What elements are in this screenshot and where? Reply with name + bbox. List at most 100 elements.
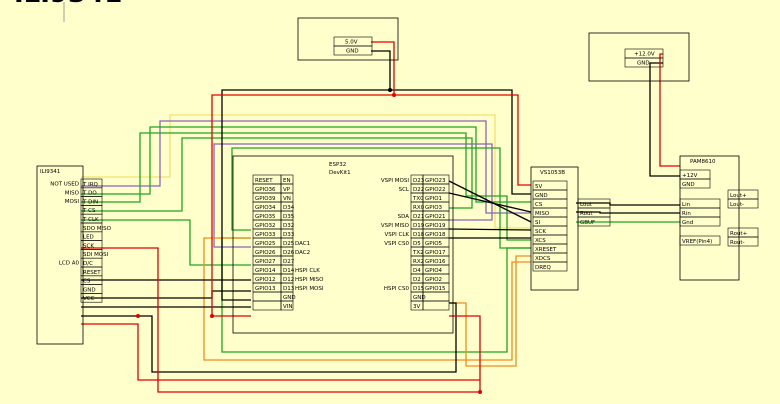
esp32-right-pin: 3V [413, 304, 420, 310]
vs1053-pin: SI [535, 220, 540, 226]
esp32-left-pin: GND [283, 295, 296, 301]
esp32-right-gpio: GPIO15 [425, 286, 446, 292]
esp32-right-gpio: GPIO23 [425, 178, 446, 184]
esp32-right-gpio: GPIO3 [425, 205, 443, 211]
psu5-pin-5v: 5.0V [345, 40, 358, 46]
ili9341-left-label: MOSI [65, 199, 80, 205]
esp32-right-gpio: GPIO5 [425, 241, 443, 247]
esp32-right-gpio: GPIO18 [425, 232, 446, 238]
wire-purple-2 [213, 143, 493, 248]
pam8610-output: Lout- [730, 202, 744, 208]
junction-dot [388, 88, 392, 92]
wire-green-3 [81, 219, 251, 266]
esp32-left-label: HSPI MISO [295, 277, 324, 283]
psu-12v: +12.0V GND [588, 32, 690, 82]
junction-dot [392, 93, 396, 97]
esp32-left-pin: D34 [283, 205, 295, 211]
esp32-left-pin: D13 [283, 286, 295, 292]
vs1053-pin: GND [535, 193, 548, 199]
wire-gnd-3 [81, 302, 457, 373]
wire-green-2 [81, 132, 531, 241]
wires [81, 41, 680, 393]
pam8610-output-cell [727, 198, 759, 209]
vs1053-name: VS1053B [540, 170, 565, 176]
pam8610-input: Rin [682, 211, 691, 217]
psu5-pin-gnd: GND [346, 49, 359, 55]
esp32-left-gpio: GPIO12 [255, 277, 276, 283]
wire-red-5 [659, 53, 680, 167]
esp32-name: ESP32 [329, 162, 346, 168]
esp32-right-pin: D22 [413, 187, 424, 193]
esp32-left-pin: EN [283, 178, 291, 184]
vs1053-pin: DREQ [535, 265, 552, 271]
pam8610-power-pin-cell [679, 178, 711, 189]
ili9341-pin: SDO MISO [83, 226, 112, 232]
esp32-right-pin: D2 [413, 277, 421, 283]
esp32-left-gpio: GPIO33 [255, 232, 276, 238]
esp32-right-pin: D5 [413, 241, 421, 247]
esp32-left-pin: D33 [283, 232, 295, 238]
esp32-right-label: VSPI CLK [385, 232, 410, 238]
wire-black-9 [576, 211, 680, 214]
wire-orange-2 [449, 255, 531, 367]
pam8610-power-pin: GND [682, 182, 695, 188]
esp32-right-pin: D23 [413, 178, 425, 184]
wire-red-2 [394, 94, 531, 186]
vs1053-pin: CS [535, 202, 543, 208]
esp32-right-pin: RX2 [413, 259, 424, 265]
page-title: ILI9341 [14, 0, 122, 9]
esp32-right-label: SDA [398, 214, 410, 220]
esp32-left-pin: D32 [283, 223, 294, 229]
esp32-left-gpio-cell [252, 291, 282, 302]
vs1053-output: Rout [580, 211, 593, 217]
esp32-left-gpio: GPIO36 [255, 187, 276, 193]
esp32-right-pin: TX0 [412, 196, 424, 202]
ili9341-pin: VCC [83, 296, 95, 302]
esp32-right-pin: RX0 [413, 205, 425, 211]
pam8610-input: Lin [682, 202, 691, 208]
esp32-sub: DevKit1 [329, 170, 351, 176]
wire-black-1 [448, 180, 532, 223]
junction-dot [478, 390, 482, 394]
pam8610-name: PAM8610 [690, 159, 716, 165]
pam8610-output: Rout+ [730, 231, 748, 237]
ili9341-pin: GND [83, 287, 96, 293]
vs1053-pin: XCS [535, 238, 546, 244]
psu-5v: 5.0V GND [297, 17, 399, 61]
esp32-left-pin: D25 [283, 241, 295, 247]
esp32-left-gpio: RESET [255, 178, 273, 184]
vs1053-pin-cell [532, 261, 568, 272]
ili9341-pin: SDI MOSI [83, 252, 109, 258]
ili9341-pin-cell [80, 293, 103, 303]
ili9341-left-label: NOT USED [50, 182, 79, 188]
esp32-left-gpio: GPIO32 [255, 223, 276, 229]
pam8610-output: Lout+ [730, 193, 747, 199]
esp32-right-pin: D15 [413, 286, 425, 292]
esp32-right-label: VSPI MOSI [381, 178, 410, 184]
esp32-left-pin: D14 [283, 268, 295, 274]
esp32-right-gpio: GPIO19 [425, 223, 446, 229]
esp32-left-label: HSPI MOSI [295, 286, 324, 292]
esp32-right-label: VSPI MISO [381, 223, 410, 229]
vs1053-module: VS1053B 5VGNDCSMISOSISCKXCSXRESETXDCSDRE… [530, 166, 611, 291]
vs1053-pin: MISO [535, 211, 550, 217]
esp32-right-pin: GND [413, 295, 426, 301]
esp32-left-gpio: GPIO25 [255, 241, 276, 247]
esp32-left-label: DAC1 [295, 241, 310, 247]
esp32-left-pin: D35 [283, 214, 295, 220]
vs1053-pin: XRESET [535, 247, 557, 253]
pam8610-input: Gnd [682, 220, 693, 226]
esp32-right-gpio: GPIO1 [425, 196, 442, 202]
wire-gnd-2 [390, 89, 531, 195]
ili9341-pin: T CS [82, 208, 96, 214]
vs1053-pin: XDCS [535, 256, 551, 262]
ili9341-pin: LED [83, 235, 94, 241]
pam8610-vref: VREF(Pin4) [682, 239, 712, 245]
psu12-pin-gnd: GND [637, 61, 650, 67]
esp32-left-pin-cell [280, 300, 294, 311]
esp32-left-pin: D26 [283, 250, 295, 256]
wire-yellow [81, 114, 531, 229]
